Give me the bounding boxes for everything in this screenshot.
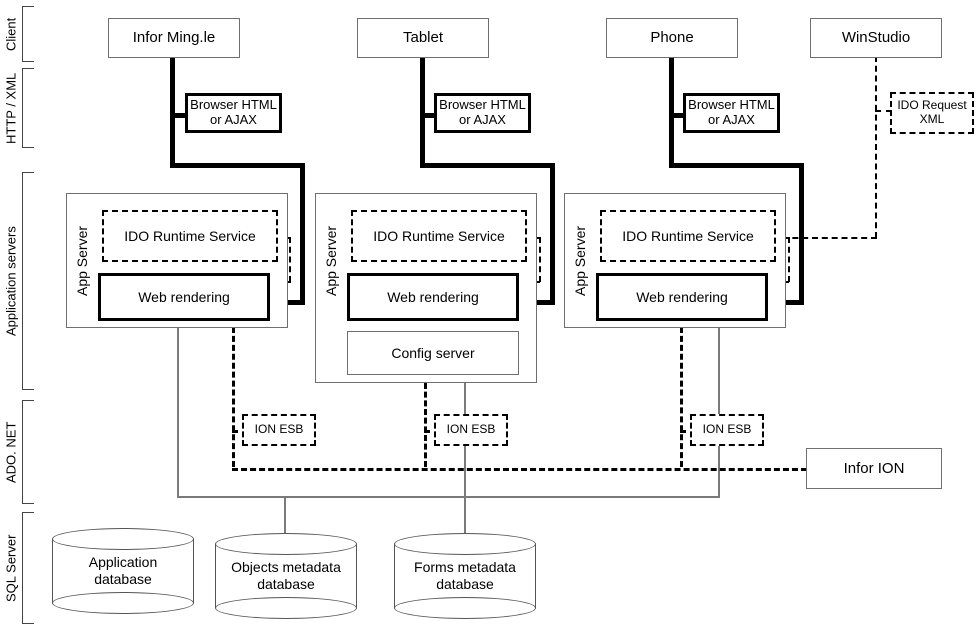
line-esb1-riser [232, 327, 235, 467]
cylinder-bottom [215, 597, 357, 619]
cylinder-top [215, 533, 357, 555]
app-server-2-ido-runtime-service[interactable]: IDO Runtime Service [351, 210, 527, 262]
cylinder-top [52, 528, 194, 550]
line-winstudio-idoxml-stub [875, 110, 892, 112]
line-esb3-stub [680, 430, 698, 433]
client-box-phone[interactable]: Phone [606, 18, 738, 58]
cylinder-bottom [52, 592, 194, 614]
tier-label-ado-net: ADO. NET [3, 421, 19, 483]
app-server-2-label: App Server [322, 225, 339, 297]
line-ido1-down [289, 237, 291, 282]
line-mingle-horizontal [170, 163, 305, 168]
line-ion-bus [232, 468, 807, 471]
db-line2: database [436, 576, 494, 592]
line-winstudio-vertical [875, 56, 877, 238]
line-phone-browser-stub [669, 113, 686, 118]
line-appserver1-to-db-horizontal [177, 496, 285, 498]
line-phone-horizontal [669, 163, 804, 168]
protocol-box-browser-html-1[interactable]: Browser HTML or AJAX [185, 93, 282, 133]
app-server-1-ido-runtime-service[interactable]: IDO Runtime Service [102, 210, 278, 262]
app-server-1-label: App Server [73, 225, 90, 297]
app-server-3-ido-runtime-service[interactable]: IDO Runtime Service [600, 210, 776, 262]
ido-request-xml-line1: IDO Request [897, 98, 967, 113]
tier-label-http: HTTP / XML [3, 72, 19, 144]
browser-html-line2: or AJAX [708, 112, 755, 127]
client-box-infor-mingle[interactable]: Infor Ming.le [108, 18, 240, 58]
protocol-box-ido-request-xml[interactable]: IDO Request XML [890, 92, 974, 134]
line-esb2-riser [424, 383, 427, 467]
cylinder-bottom [394, 597, 536, 619]
tier-bracket-sql-server [22, 512, 34, 624]
app-server-3-label: App Server [571, 225, 588, 297]
line-appserver2-to-forms-db [464, 383, 466, 568]
db-line1: Application [88, 554, 158, 571]
ion-esb-node-3[interactable]: ION ESB [690, 414, 764, 446]
browser-html-line2: or AJAX [210, 112, 257, 127]
ido-request-xml-line2: XML [919, 112, 945, 126]
app-server-2-config-server[interactable]: Config server [347, 331, 519, 375]
app-server-3: App Server IDO Runtime Service Web rende… [564, 193, 786, 328]
line-phone-vertical [669, 56, 674, 168]
database-forms-metadata-label: Forms metadata database [394, 533, 536, 619]
tier-bracket-client [22, 6, 34, 62]
db-line2: database [94, 571, 152, 587]
line-mingle-vertical [170, 56, 175, 168]
browser-html-line2: or AJAX [459, 112, 506, 127]
client-box-tablet[interactable]: Tablet [357, 18, 489, 58]
line-mingle-browser-stub [170, 113, 187, 118]
database-forms-metadata[interactable]: Forms metadata database [394, 533, 536, 619]
database-application[interactable]: Application database [52, 528, 194, 614]
line-appserver1-to-db-vertical [177, 328, 179, 498]
tier-label-application-servers: Application servers [3, 226, 19, 336]
line-tablet-vertical [420, 56, 425, 168]
line-esb3-riser [680, 327, 683, 467]
app-server-3-web-rendering[interactable]: Web rendering [596, 273, 768, 321]
app-server-1-web-rendering[interactable]: Web rendering [98, 273, 270, 321]
line-esb2-stub [424, 430, 442, 433]
tier-label-sql-server: SQL Server [3, 534, 19, 602]
line-ido2-down [539, 237, 541, 282]
line-ido3-down [788, 237, 790, 282]
line-mingle-drop-to-web-rendering [300, 163, 305, 305]
db-line1: Forms metadata [414, 559, 516, 576]
tier-label-client: Client [3, 17, 19, 51]
browser-html-line1: Browser HTML [439, 97, 526, 113]
line-appserver3-to-db-vertical [718, 328, 720, 498]
app-server-2-web-rendering[interactable]: Web rendering [347, 273, 519, 321]
tier-bracket-http [22, 68, 34, 148]
client-box-winstudio[interactable]: WinStudio [810, 18, 942, 58]
line-tablet-horizontal [420, 163, 555, 168]
browser-html-line1: Browser HTML [190, 97, 277, 113]
cylinder-top [394, 533, 536, 555]
db-line2: database [257, 576, 315, 592]
app-server-2: App Server IDO Runtime Service Web rende… [315, 193, 537, 383]
database-application-label: Application database [52, 528, 194, 614]
browser-html-line1: Browser HTML [688, 97, 775, 113]
app-server-1: App Server IDO Runtime Service Web rende… [66, 193, 288, 328]
line-tablet-drop-to-web-rendering [550, 163, 555, 305]
line-esb1-stub [232, 430, 250, 433]
tier-bracket-application-servers [22, 172, 34, 390]
db-line1: Objects metadata [231, 559, 341, 576]
line-phone-drop-to-web-rendering [799, 163, 804, 305]
database-objects-metadata[interactable]: Objects metadata database [215, 533, 357, 619]
line-tablet-browser-stub [420, 113, 437, 118]
ion-esb-node-1[interactable]: ION ESB [242, 414, 316, 446]
database-objects-metadata-label: Objects metadata database [215, 533, 357, 619]
line-appserver3-to-db-horizontal [284, 496, 720, 498]
infor-ion-box[interactable]: Infor ION [806, 448, 942, 489]
tier-bracket-ado-net [22, 400, 34, 504]
protocol-box-browser-html-3[interactable]: Browser HTML or AJAX [683, 93, 780, 133]
protocol-box-browser-html-2[interactable]: Browser HTML or AJAX [434, 93, 531, 133]
ion-esb-node-2[interactable]: ION ESB [434, 414, 508, 446]
